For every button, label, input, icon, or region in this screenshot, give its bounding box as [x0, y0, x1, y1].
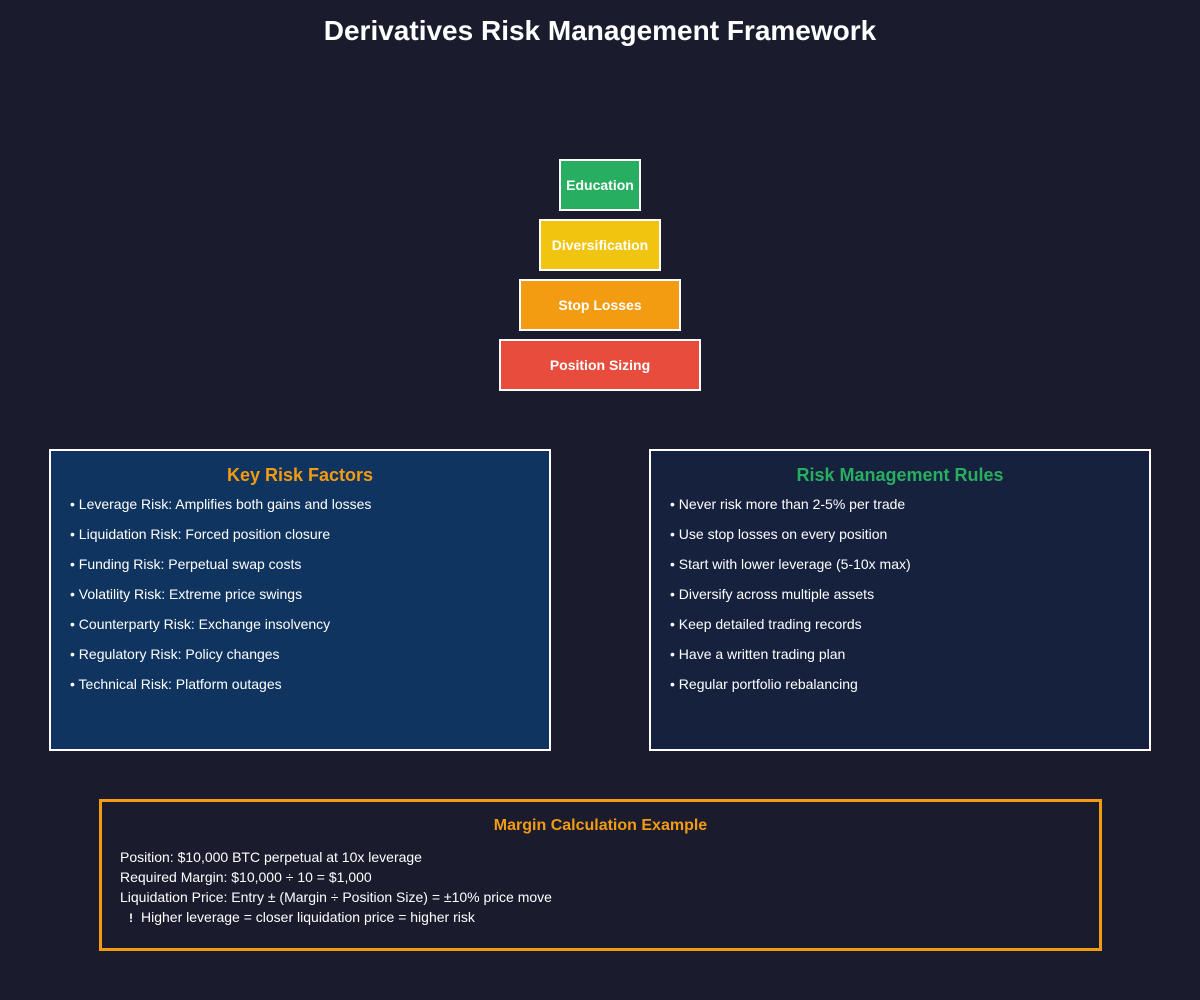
list-item: • Use stop losses on every position — [670, 526, 888, 542]
list-item: • Regular portfolio rebalancing — [670, 676, 858, 692]
pyramid-tier-position-sizing: Position Sizing — [499, 339, 701, 391]
margin-calculation-example-title: Margin Calculation Example — [493, 817, 708, 834]
list-item: • Liquidation Risk: Forced position clos… — [70, 526, 331, 542]
list-item: • Regulatory Risk: Policy changes — [70, 646, 280, 662]
margin-line: Liquidation Price: Entry ± (Margin ÷ Pos… — [120, 889, 552, 905]
page-title: Derivatives Risk Management Framework — [323, 15, 877, 46]
warning-icon: ! — [129, 911, 133, 925]
pyramid-tier-diversification: Diversification — [539, 219, 661, 271]
margin-line: Required Margin: $10,000 ÷ 10 = $1,000 — [120, 869, 372, 885]
list-item: • Start with lower leverage (5-10x max) — [670, 556, 911, 572]
pyramid-tier-education: Education — [559, 159, 641, 211]
pyramid-tier-label: Stop Losses — [558, 297, 642, 313]
margin-line: Position: $10,000 BTC perpetual at 10x l… — [120, 849, 422, 865]
key-risk-factors-title: Key Risk Factors — [226, 465, 374, 485]
pyramid-tier-stop-losses: Stop Losses — [519, 279, 681, 331]
pyramid-tier-label: Education — [566, 177, 634, 193]
list-item: • Technical Risk: Platform outages — [70, 676, 282, 692]
list-item: • Leverage Risk: Amplifies both gains an… — [70, 496, 372, 512]
margin-calculation-lines: Position: $10,000 BTC perpetual at 10x l… — [120, 847, 552, 927]
pyramid-tier-label: Position Sizing — [549, 357, 651, 373]
risk-management-rules-title: Risk Management Rules — [796, 465, 1004, 485]
list-item: • Keep detailed trading records — [670, 616, 862, 632]
list-item: • Have a written trading plan — [670, 646, 846, 662]
list-item: • Never risk more than 2-5% per trade — [670, 496, 906, 512]
risk-management-rules-panel: Risk Management Rules • Never risk more … — [649, 449, 1151, 751]
key-risk-factors-list: • Leverage Risk: Amplifies both gains an… — [70, 495, 371, 705]
key-risk-factors-panel: Key Risk Factors • Leverage Risk: Amplif… — [49, 449, 551, 751]
list-item: • Counterparty Risk: Exchange insolvency — [70, 616, 331, 632]
list-item: • Volatility Risk: Extreme price swings — [70, 586, 303, 602]
list-item: • Diversify across multiple assets — [670, 586, 875, 602]
list-item: • Funding Risk: Perpetual swap costs — [70, 556, 302, 572]
margin-calculation-example-box: Margin Calculation Example Position: $10… — [99, 799, 1102, 951]
margin-warning-text: Higher leverage = closer liquidation pri… — [141, 909, 475, 925]
margin-warning-line: ! Higher leverage = closer liquidation pr… — [120, 907, 552, 927]
pyramid-tier-label: Diversification — [551, 237, 649, 253]
risk-management-rules-list: • Never risk more than 2-5% per trade • … — [670, 495, 911, 705]
